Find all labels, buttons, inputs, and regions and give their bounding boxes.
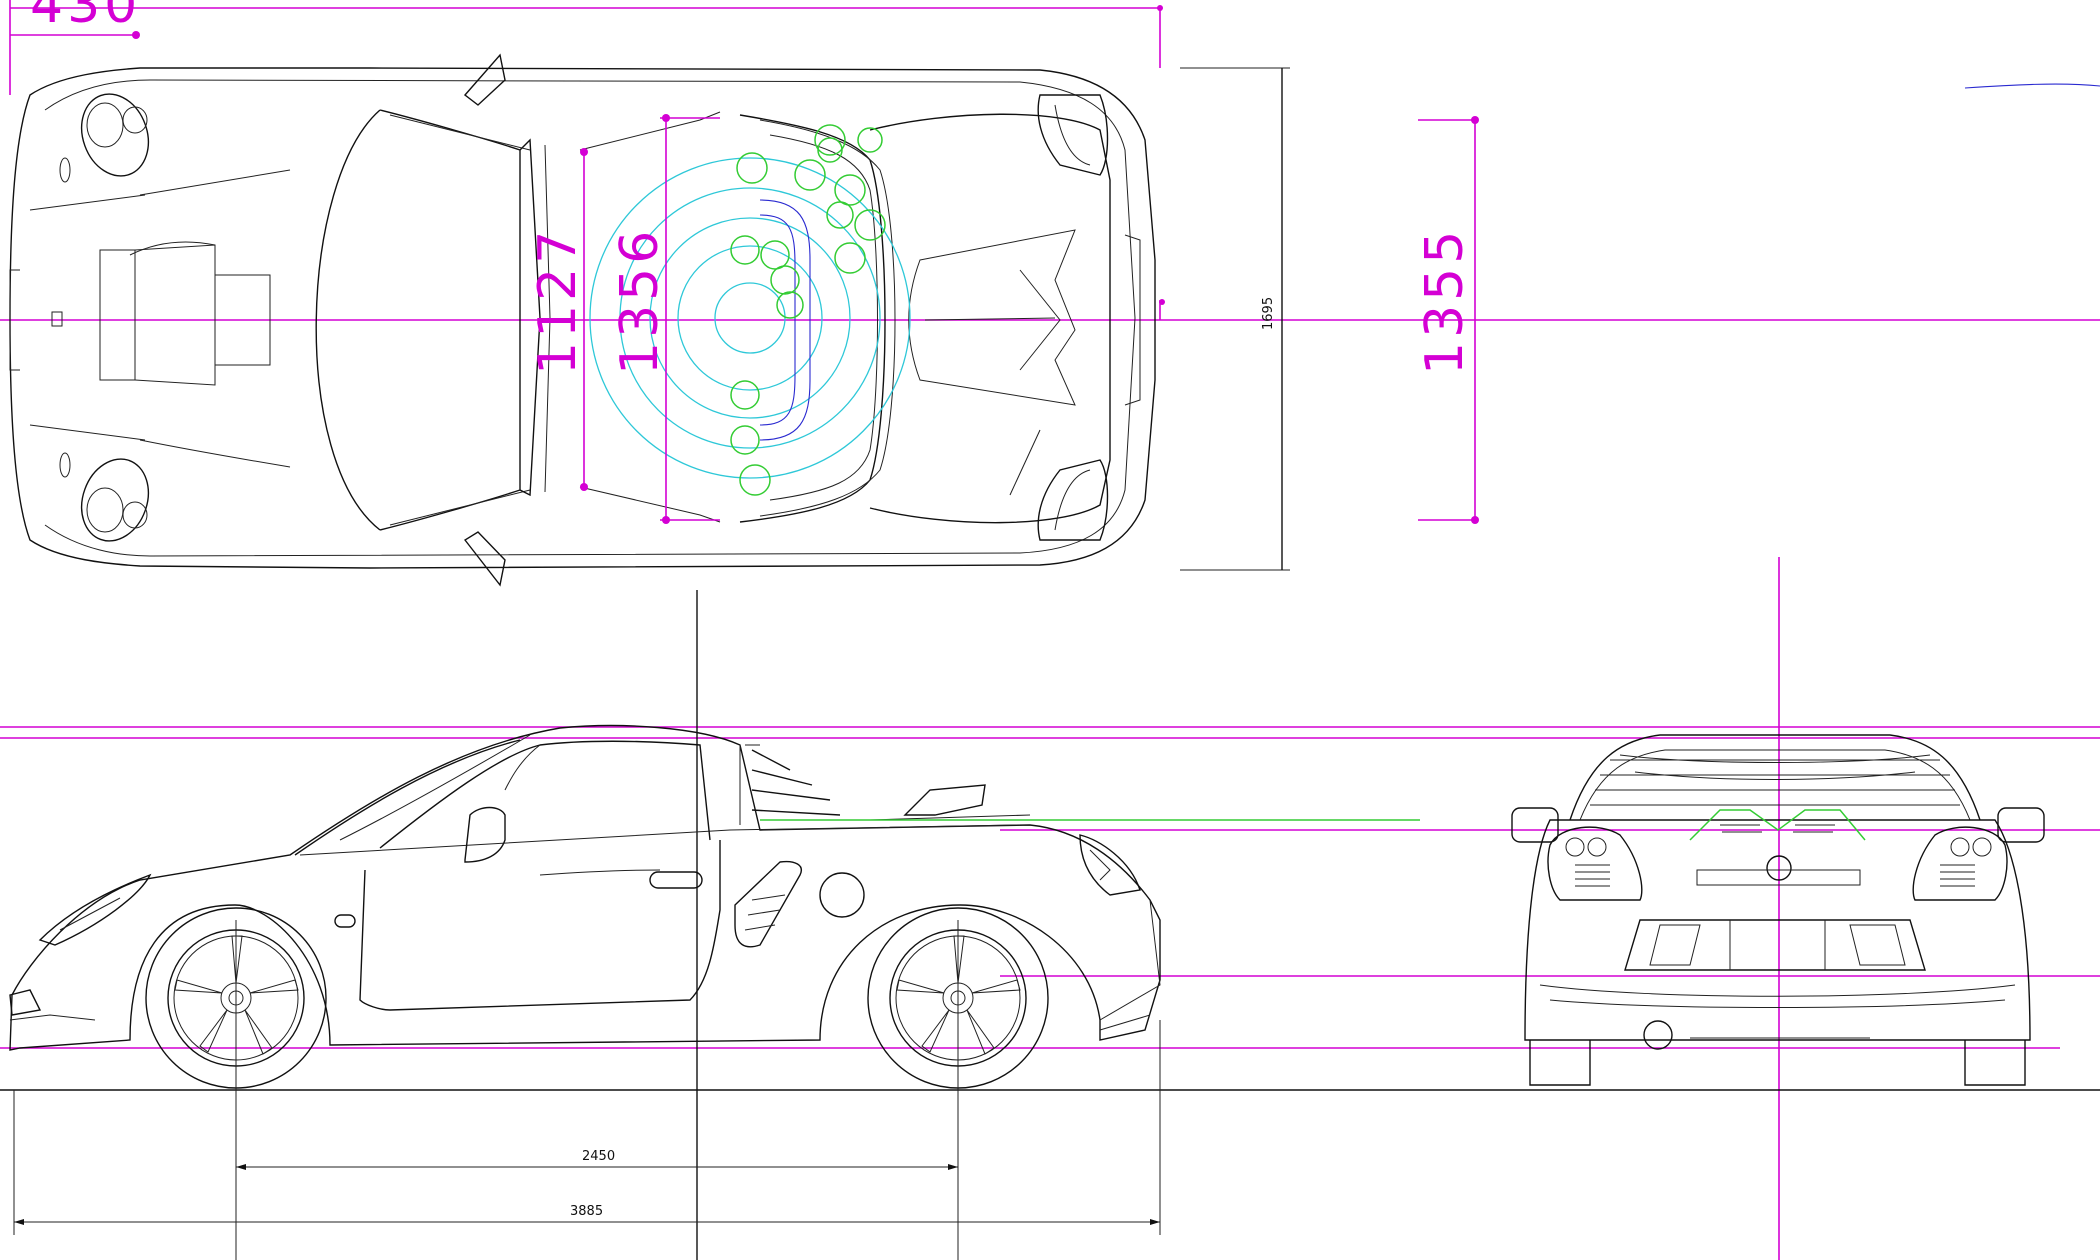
front-overhang-dimension: 430 <box>9 0 141 95</box>
front-overhang-label: 430 <box>30 0 141 35</box>
overall-width-label: 1695 <box>1261 297 1276 330</box>
wheelbase-label: 2450 <box>582 1149 615 1164</box>
guide-lines <box>0 5 2100 1260</box>
inner-width-label: 1356 <box>610 227 670 375</box>
track-dimension: 1355 <box>1415 116 1479 524</box>
inner-width-dimension: 1356 <box>610 114 720 524</box>
cockpit-width-dimension: 1127 <box>528 148 588 491</box>
side-view: 2450 3885 <box>0 590 2100 1260</box>
arc-guide <box>1964 83 2100 89</box>
top-view: 1695 <box>9 53 1290 587</box>
cockpit-width-label: 1127 <box>528 227 588 375</box>
track-label: 1355 <box>1415 227 1475 375</box>
rear-view <box>1511 734 2045 1086</box>
construction-circles <box>589 124 911 496</box>
overall-length-label: 3885 <box>570 1204 603 1219</box>
